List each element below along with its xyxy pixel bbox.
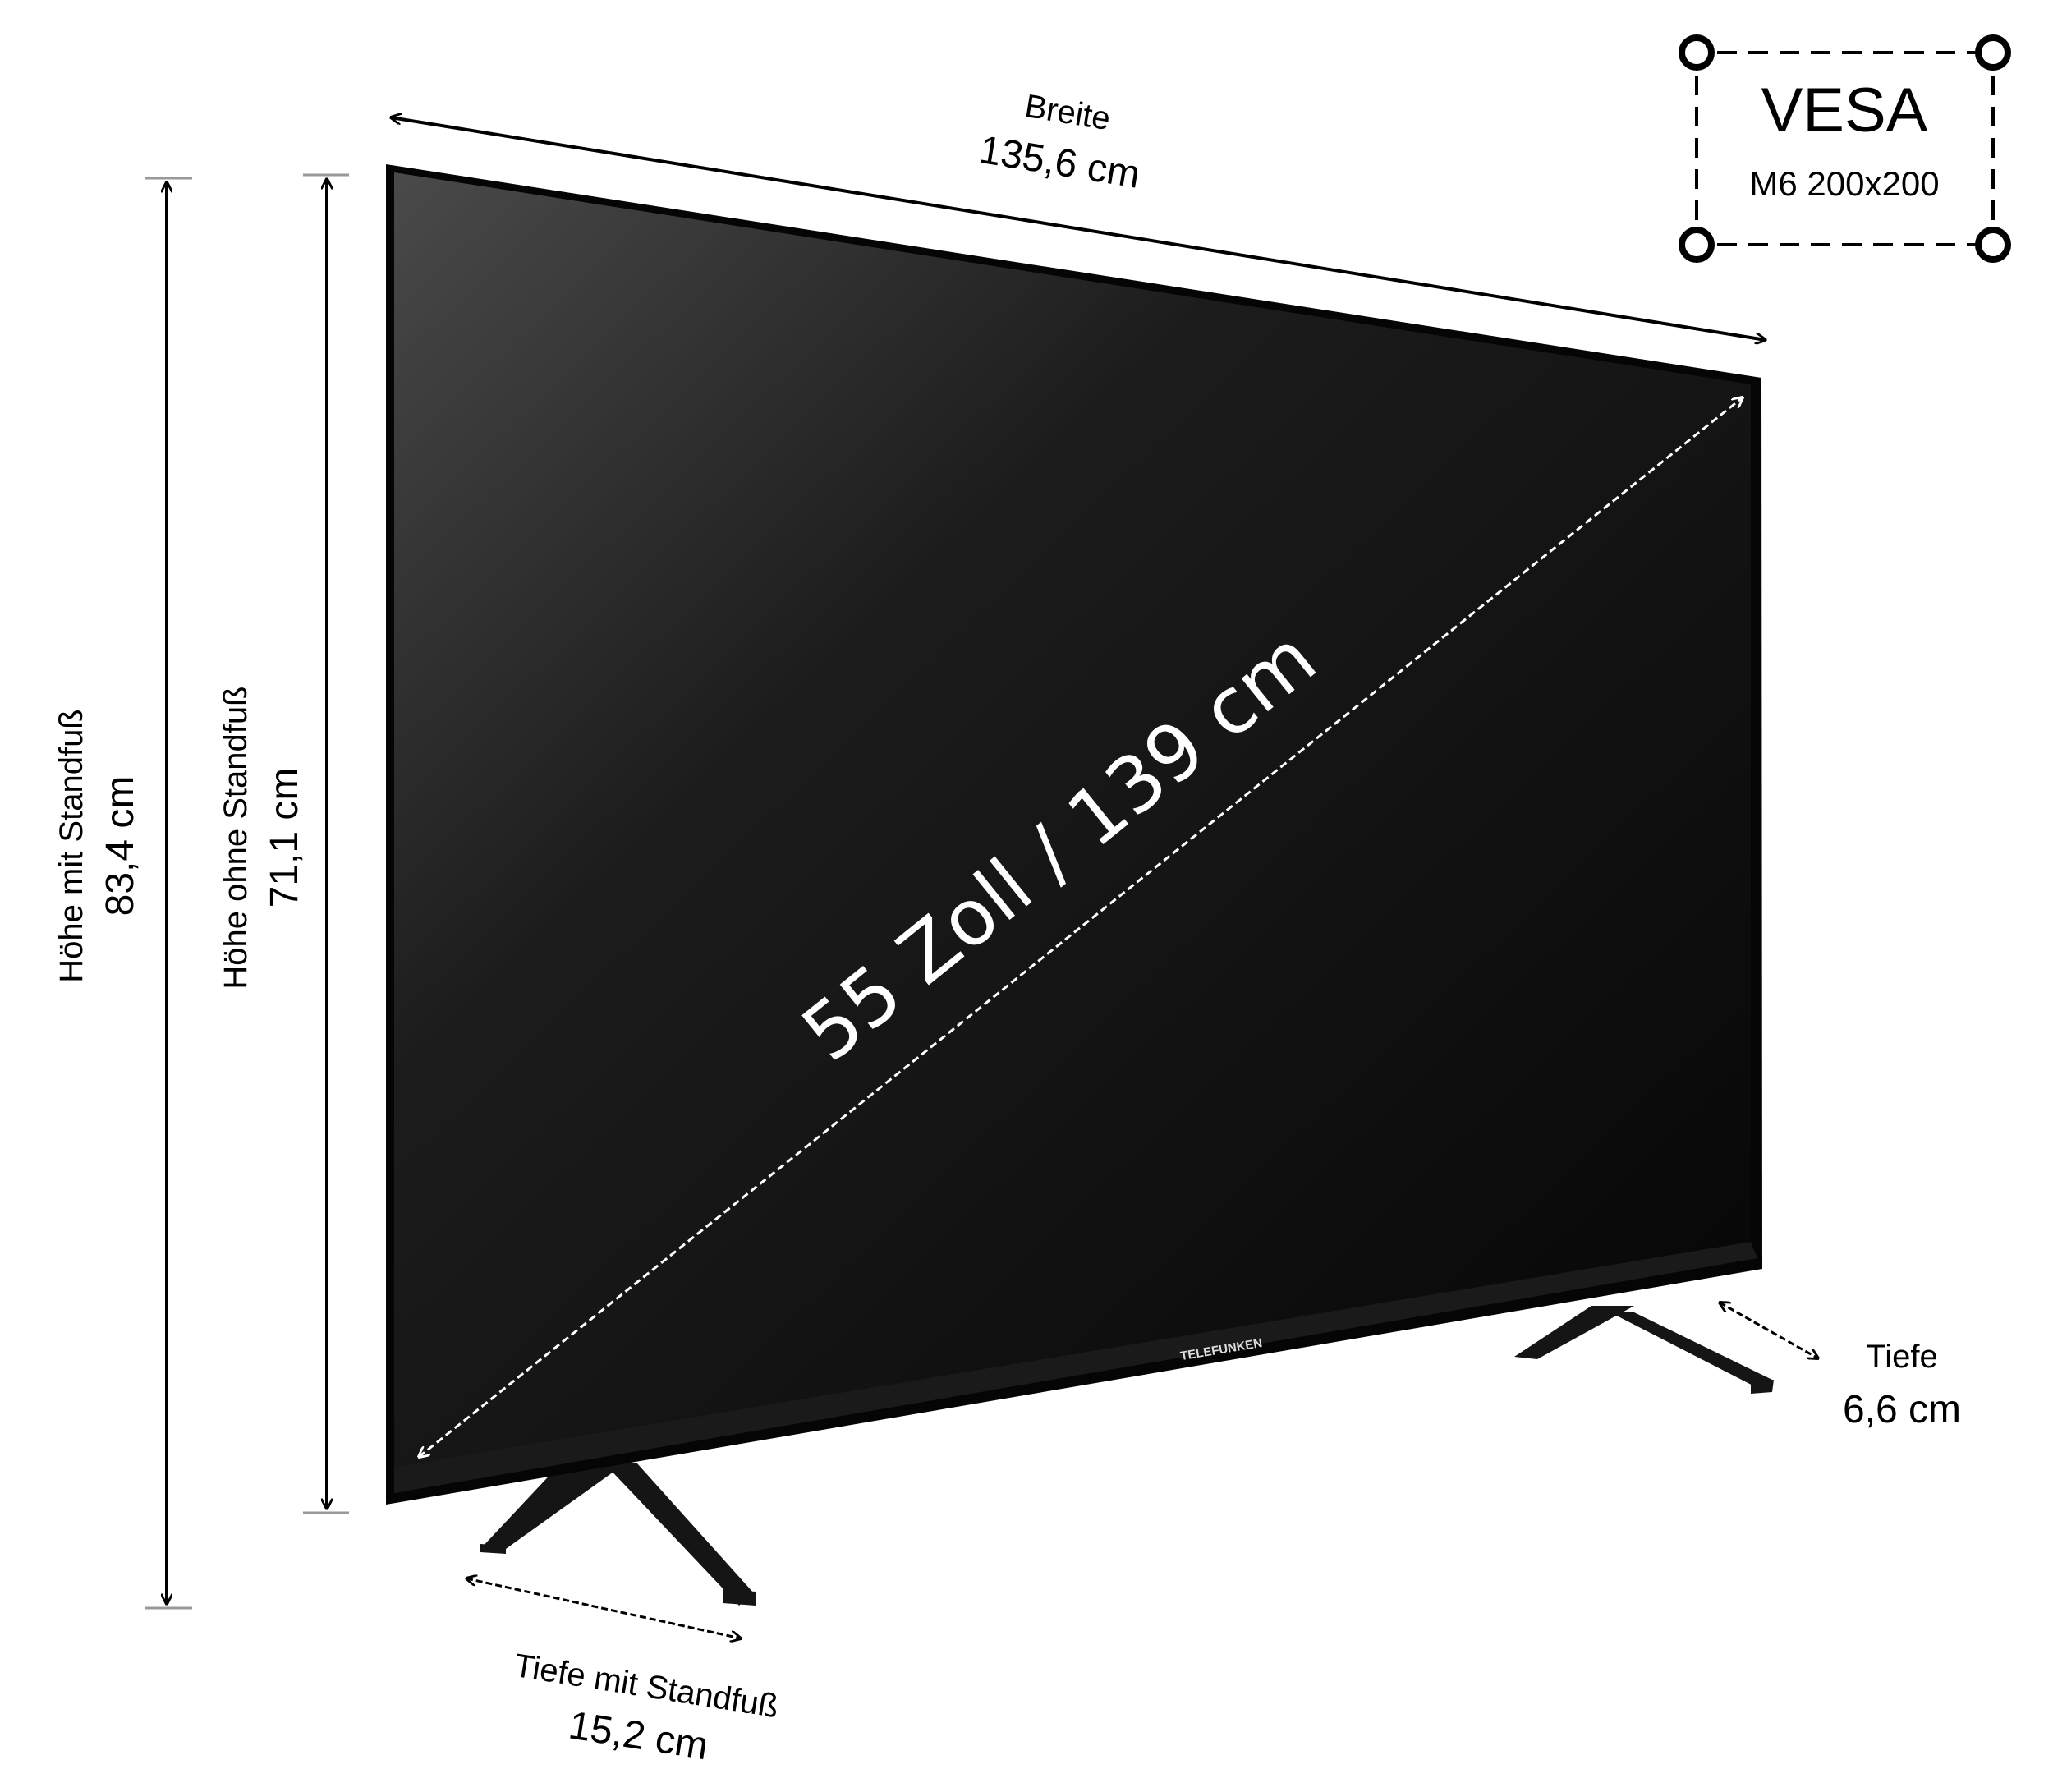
vesa-corner-top-left-icon (1679, 34, 1715, 71)
vesa-badge: VESA M6 200x200 (1679, 34, 2011, 263)
depth-value: 6,6 cm (1843, 1388, 1961, 1431)
height-without-stand-label: Höhe ohne Standfuß (218, 686, 254, 989)
vesa-corner-bottom-right-icon (1975, 227, 2011, 263)
vesa-corner-bottom-left-icon (1679, 227, 1715, 263)
width-label: Breite (1022, 88, 1113, 137)
height-without-stand-value: 71,1 cm (263, 768, 306, 908)
height-with-stand-value: 83,4 cm (99, 776, 142, 917)
depth-label: Tiefe (1866, 1339, 1937, 1375)
depth-with-stand-arrow (466, 1578, 741, 1638)
width-arrow (391, 117, 1766, 340)
vesa-spec: M6 200x200 (1749, 164, 1939, 203)
depth-with-stand-label: Tiefe mit Standfuß (512, 1647, 781, 1725)
depth-with-stand-value: 15,2 cm (566, 1703, 711, 1768)
vesa-title: VESA (1761, 76, 1928, 145)
right-stand (1514, 1306, 1774, 1394)
diagonal-arrow (419, 397, 1743, 1457)
vesa-corner-top-right-icon (1975, 34, 2011, 71)
depth-arrow (1720, 1303, 1818, 1358)
height-with-stand-label: Höhe mit Standfuß (53, 709, 90, 983)
width-value: 135,6 cm (976, 128, 1143, 197)
